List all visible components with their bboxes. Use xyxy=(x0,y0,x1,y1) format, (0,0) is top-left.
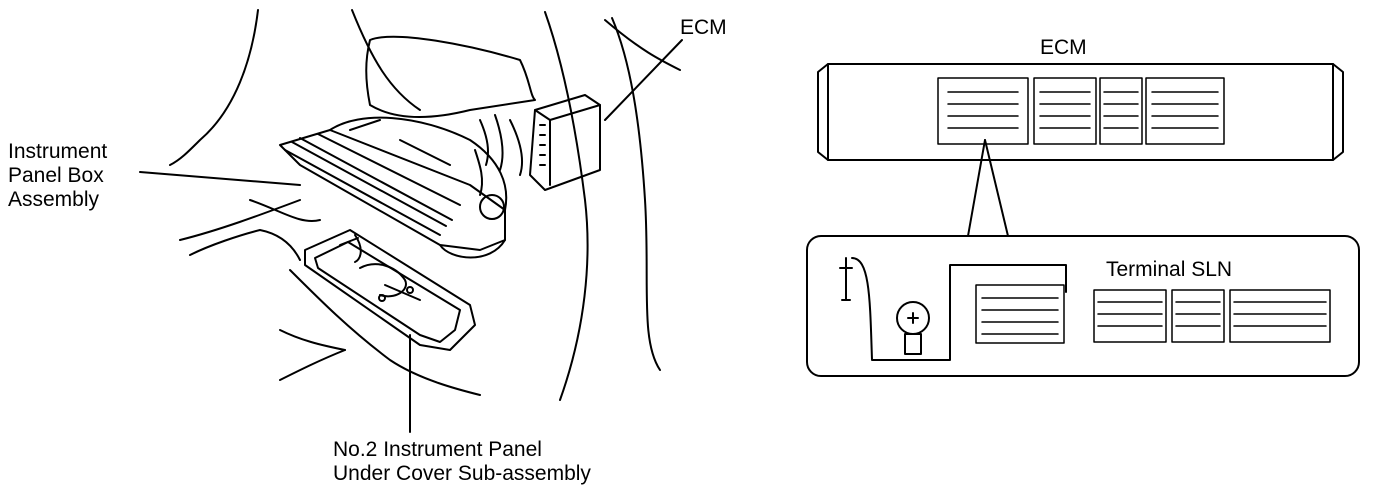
instrument-panel-box xyxy=(279,116,508,259)
terminal-sln-label: Terminal SLN xyxy=(1106,258,1233,281)
ecm-connector-illustration xyxy=(806,63,1360,377)
under-cover-label-line-2: Under Cover Sub-assembly xyxy=(333,462,591,485)
vehicle-interior-illustration xyxy=(139,9,683,433)
under-cover-tray xyxy=(304,229,476,351)
terminal-callout-box xyxy=(806,235,1360,377)
ecm-body xyxy=(817,63,1344,161)
connector-detail xyxy=(975,284,1331,344)
ecm-connector-blocks xyxy=(937,77,1225,145)
ecm-leader-line xyxy=(604,39,683,121)
ecm-label-right: ECM xyxy=(1040,36,1087,59)
under-cover-label-line-1: No.2 Instrument Panel xyxy=(333,438,542,461)
instrument-panel-box-label-line-2: Panel Box xyxy=(8,164,104,187)
ecm-unit xyxy=(479,94,601,191)
instrument-panel-box-label-line-1: Instrument xyxy=(8,140,108,163)
instrument-panel-box-label: Instrument Panel Box Assembly xyxy=(8,140,107,212)
panel-box-leader-line xyxy=(139,171,301,186)
voltmeter-probe xyxy=(839,257,1067,361)
ecm-label-left: ECM xyxy=(680,16,727,39)
under-cover-label: No.2 Instrument Panel Under Cover Sub-as… xyxy=(333,438,591,486)
instrument-panel-box-label-line-3: Assembly xyxy=(8,188,100,211)
